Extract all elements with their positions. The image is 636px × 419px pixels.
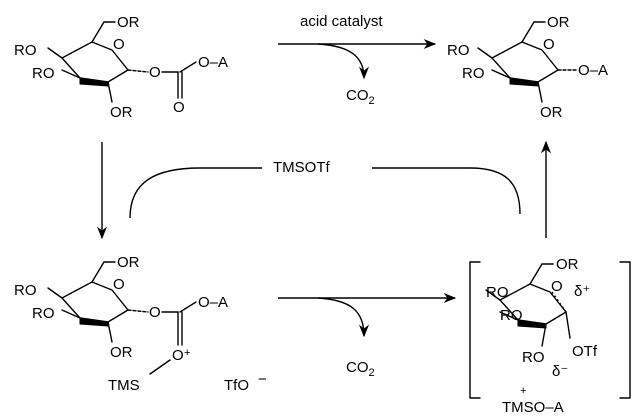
label-delta-minus: δ⁻ (552, 363, 568, 380)
label-3-ro: RO (500, 307, 523, 324)
label-6-or: OR (117, 14, 140, 31)
label-4-ro: RO (14, 282, 37, 299)
right-bracket (619, 261, 631, 399)
label-carbonyl-o: O (173, 99, 185, 116)
label-6-or: OR (117, 254, 140, 271)
oxocarbenium-intermediate: OR RO RO RO O δ⁺ OTf δ⁻ + TMSO–A (469, 256, 631, 416)
label-3-ro: RO (32, 65, 55, 82)
label-tmso-plus: + (520, 385, 526, 397)
label-otf: OTf (572, 343, 598, 360)
label-oxonium-o: O (172, 347, 184, 364)
label-4-ro: RO (486, 284, 509, 301)
reagent-in-curve (129, 167, 262, 219)
label-2-ro: RO (522, 349, 545, 366)
tmsotf-pathway: TMSOTf (96, 140, 552, 240)
co2-release-arrow-bottom (317, 297, 370, 338)
acid-catalyst-label: acid catalyst (300, 13, 383, 30)
label-o-a: O–A (198, 54, 228, 71)
label-2-or: OR (540, 104, 563, 121)
label-2-or: OR (110, 344, 133, 361)
silylated-carbonate: OR RO RO OR O O O–A O + TMS TfO − (14, 254, 267, 394)
label-6-or: OR (547, 14, 570, 31)
label-ring-o: O (551, 278, 563, 295)
label-anomeric-o: O (149, 64, 161, 81)
glycosyl-carbonate: OR RO RO OR O O O O–A (14, 14, 228, 121)
label-4-ro: RO (447, 42, 470, 59)
label-delta-plus: δ⁺ (574, 283, 590, 300)
co2-label-bottom: CO2 (346, 359, 375, 379)
label-tms: TMS (108, 377, 140, 394)
left-bracket (469, 261, 481, 399)
label-4-ro: RO (14, 42, 37, 59)
label-o-a: O–A (198, 294, 228, 311)
label-oxonium-plus: + (184, 347, 190, 359)
reagent-regen-curve (372, 167, 521, 215)
label-tfo-minus: − (258, 371, 267, 388)
label-2-or: OR (110, 104, 133, 121)
label-ring-o: O (543, 36, 555, 53)
label-anomeric-o: O (149, 304, 161, 321)
label-o-a: O–A (578, 62, 608, 79)
co2-label: CO2 (346, 87, 375, 107)
label-3-ro: RO (32, 305, 55, 322)
label-tmso-a: TMSO–A (502, 399, 564, 416)
acid-catalyst-step: acid catalyst CO2 (278, 13, 437, 107)
label-ring-o: O (113, 276, 125, 293)
co2-release-arrow (317, 43, 370, 80)
label-3-ro: RO (462, 65, 485, 82)
label-tfo: TfO (224, 377, 249, 394)
tmsotf-label: TMSOTf (273, 159, 330, 176)
glycoside-product: OR RO RO OR O O–A (447, 14, 608, 121)
label-6-or: OR (556, 256, 579, 273)
label-ring-o: O (113, 36, 125, 53)
decarboxylation-step: CO2 (278, 292, 457, 379)
